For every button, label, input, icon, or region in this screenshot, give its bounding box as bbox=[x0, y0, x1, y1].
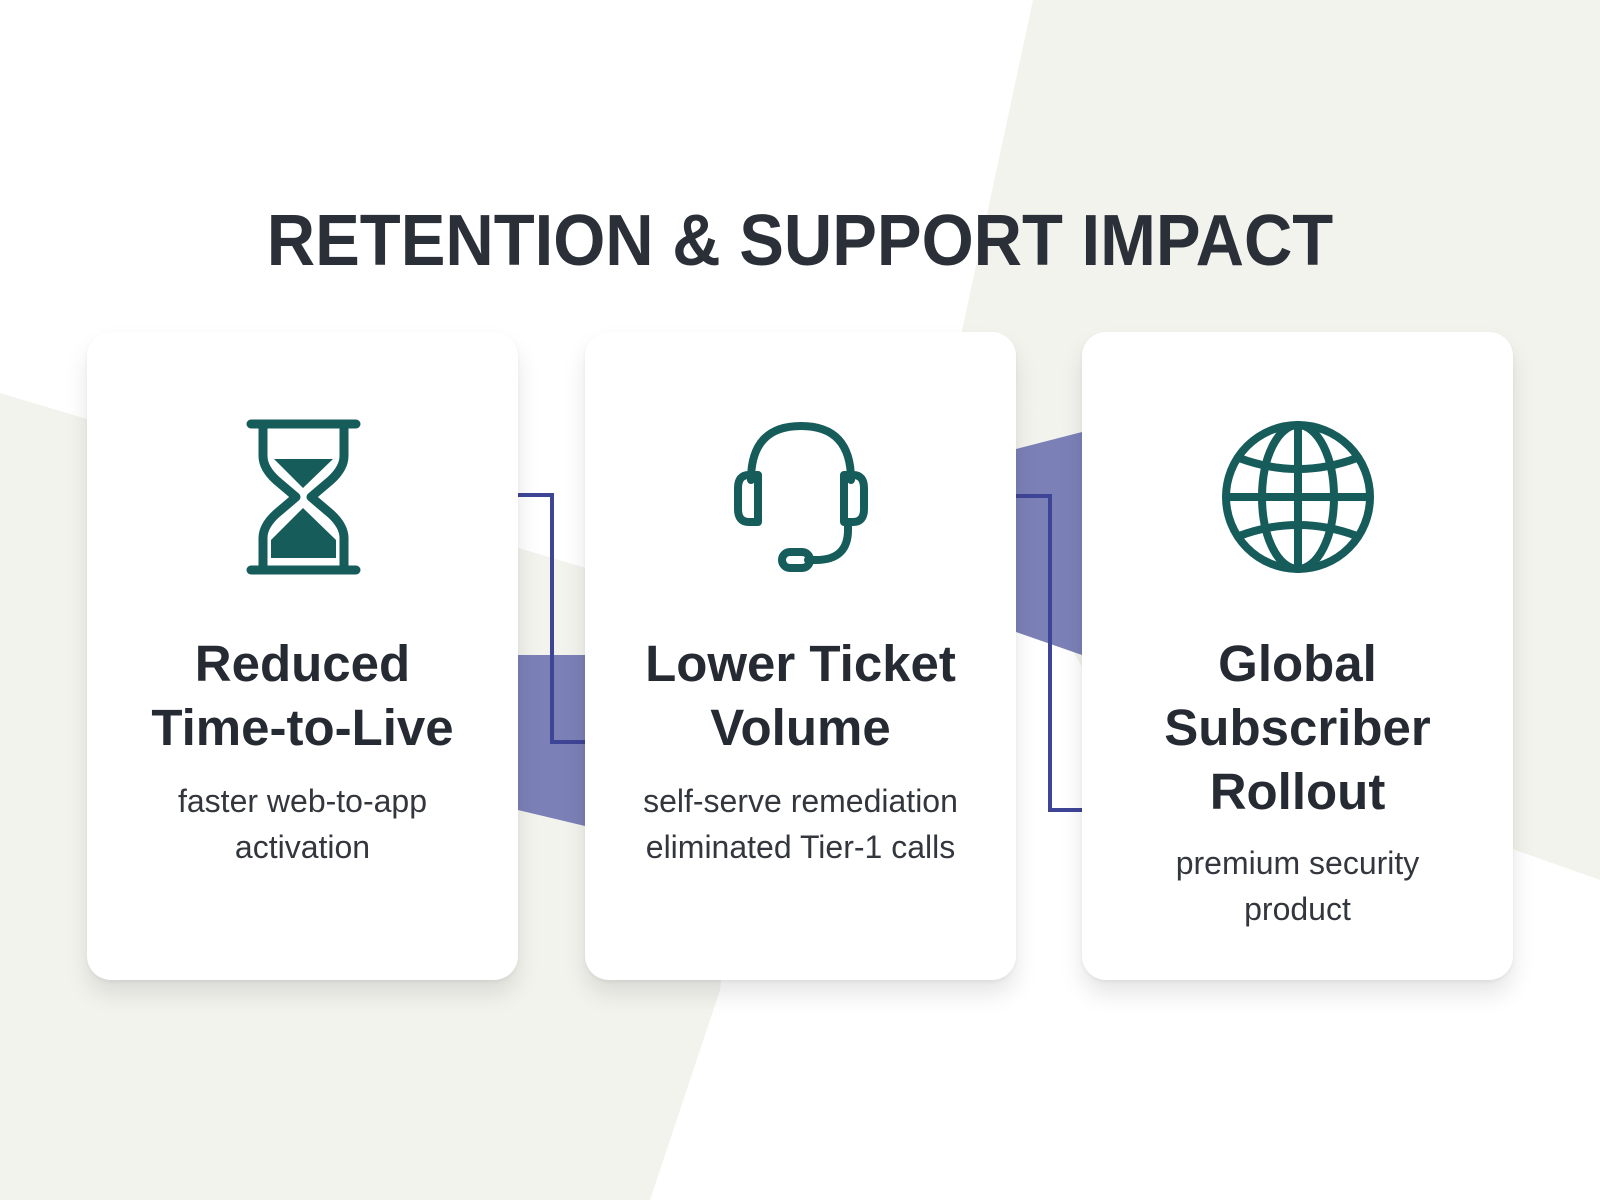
card-description: faster web-to-app activation bbox=[177, 783, 427, 865]
headset-icon bbox=[716, 412, 886, 582]
card-description: premium security product bbox=[1175, 845, 1420, 927]
card-heading: Global Subscriber Rollout bbox=[1164, 635, 1431, 820]
connector-line-2 bbox=[1016, 494, 1082, 812]
impact-card-time-to-live: Reduced Time-to-Live faster web-to-app a… bbox=[87, 332, 518, 980]
globe-icon bbox=[1213, 412, 1383, 582]
hourglass-icon bbox=[218, 412, 388, 582]
connector-line-1 bbox=[518, 493, 585, 744]
card-description: self-serve remediation eliminated Tier-1… bbox=[643, 783, 958, 865]
card-heading: Lower Ticket Volume bbox=[645, 635, 956, 756]
impact-card-ticket-volume: Lower Ticket Volume self-serve remediati… bbox=[585, 332, 1016, 980]
impact-card-global-rollout: Global Subscriber Rollout premium securi… bbox=[1082, 332, 1513, 980]
card-heading: Reduced Time-to-Live bbox=[151, 635, 454, 756]
page-title: RETENTION & SUPPORT IMPACT bbox=[266, 201, 1334, 282]
